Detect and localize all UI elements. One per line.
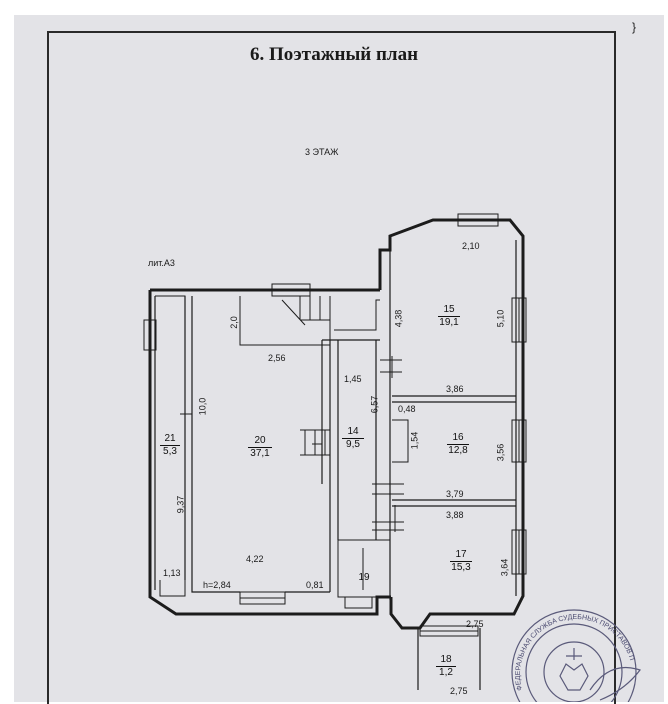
corridor-top (334, 299, 380, 331)
room-21-label: 21 5,3 (160, 433, 180, 458)
room-15-number: 15 (443, 304, 455, 315)
room-19-label: 19 (354, 572, 374, 584)
dim-3-79: 3,79 (446, 489, 464, 499)
door-arrows (180, 413, 322, 445)
niche (392, 419, 409, 463)
right-inner-walls (389, 240, 517, 600)
wall-16-17 (392, 499, 516, 507)
window-bottom-18 (419, 625, 479, 637)
room-14-label: 14 9,5 (342, 426, 364, 451)
room-20-area: 37,1 (248, 446, 272, 460)
door-marks (372, 356, 404, 532)
official-stamp (511, 609, 641, 702)
room-18-box (417, 628, 481, 690)
stair-small (300, 429, 330, 456)
window-right-15 (511, 297, 527, 343)
room-17-label: 17 15,3 (450, 549, 472, 573)
floor-label: 3 ЭТАЖ (305, 147, 339, 157)
room-18-number: 18 (440, 654, 452, 665)
dim-4-38: 4,38 (393, 309, 404, 328)
room-14-area: 9,5 (342, 437, 364, 451)
room-16-number: 16 (452, 432, 464, 443)
room-18-label: 18 1,2 (436, 654, 456, 679)
dim-2-56: 2,56 (268, 353, 286, 363)
dim-4-22: 4,22 (246, 554, 264, 564)
dim-3-86: 3,86 (446, 384, 464, 394)
room-15-area: 19,1 (438, 315, 460, 328)
corner-mark: } (632, 20, 637, 34)
window-left-21 (143, 319, 157, 351)
dim-3-64: 3,64 (499, 558, 510, 577)
room-21-area: 5,3 (160, 444, 180, 458)
wall-15-16 (392, 395, 516, 403)
window-right-16 (511, 419, 527, 463)
window-right-17 (511, 529, 527, 575)
dim-6-57: 6,57 (369, 395, 380, 414)
corridor-walls (321, 339, 380, 540)
room-17-number: 17 (455, 549, 467, 560)
dim-2-75-lower: 2,75 (450, 686, 468, 696)
window-top-right (457, 213, 499, 227)
building-label: лит.А3 (148, 258, 175, 268)
window-top-left (271, 283, 311, 297)
room-16-label: 16 12,8 (447, 432, 469, 456)
dim-5-10: 5,10 (495, 309, 506, 328)
dim-9-37: 9,37 (175, 495, 186, 514)
sheet-frame (47, 31, 616, 704)
ceiling-height: h=2,84 (203, 580, 231, 590)
room-19-number: 19 (358, 572, 370, 583)
room-21-wall (155, 295, 186, 597)
room-18-area: 1,2 (436, 665, 456, 679)
dim-2-10: 2,10 (462, 241, 480, 251)
room-17-area: 15,3 (450, 560, 472, 573)
dim-1-13: 1,13 (163, 568, 181, 578)
room-20-wall (191, 296, 331, 593)
wc-box (337, 539, 391, 598)
room-20-label: 20 37,1 (248, 435, 272, 460)
room-20-number: 20 (254, 435, 266, 446)
scanned-page (14, 15, 664, 702)
stair-lines (281, 289, 330, 326)
dim-3-88: 3,88 (446, 510, 464, 520)
dim-10-0: 10,0 (197, 397, 208, 416)
outer-wall-right-block (378, 218, 525, 630)
window-bottom-19 (344, 596, 373, 609)
room-16-area: 12,8 (447, 443, 469, 456)
dim-2-75-upper: 2,75 (466, 619, 484, 629)
dim-2-0: 2,0 (228, 316, 239, 329)
dim-3-56: 3,56 (495, 443, 506, 462)
room-14-number: 14 (347, 426, 359, 437)
room-15-label: 15 19,1 (438, 304, 460, 328)
dim-1-45: 1,45 (344, 374, 362, 384)
dim-0-48: 0,48 (398, 404, 416, 414)
room-21-number: 21 (164, 433, 176, 444)
dim-0-81: 0,81 (306, 580, 324, 590)
page-margin (0, 0, 14, 702)
document-title: 6. Поэтажный план (249, 44, 419, 65)
window-bottom-20 (239, 591, 286, 605)
dim-1-54: 1,54 (409, 431, 420, 450)
